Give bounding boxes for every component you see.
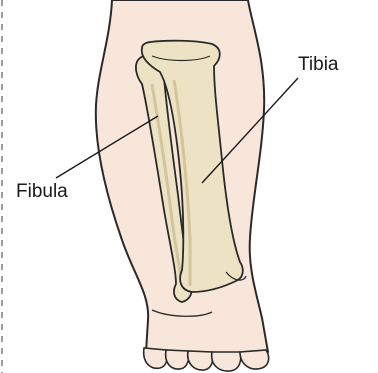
tibia-label: Tibia [298, 54, 339, 75]
toe-5 [240, 350, 269, 369]
toe-2 [166, 350, 189, 369]
fibula-label: Fibula [16, 181, 68, 202]
toe-1 [144, 348, 167, 368]
toes [144, 348, 269, 371]
toe-3 [188, 351, 213, 370]
toe-4 [212, 352, 241, 371]
